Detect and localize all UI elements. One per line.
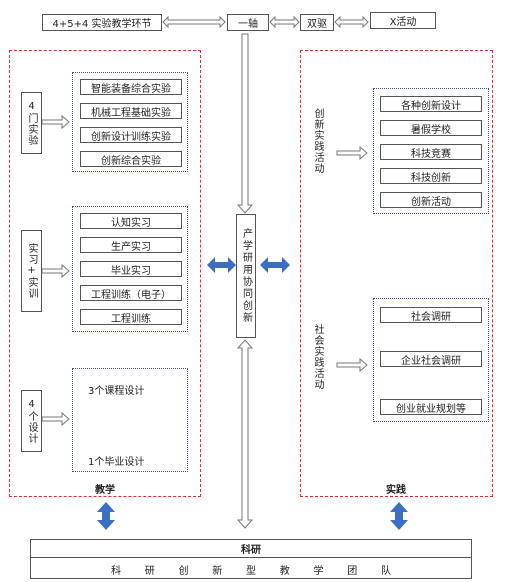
hollow-arrow-exp: [41, 114, 70, 130]
social-item-1: 社会调研: [380, 307, 482, 323]
social-item-2-label: 企业社会调研: [401, 355, 461, 367]
exp-item-4-label: 创新综合实验: [101, 155, 161, 167]
design-item-2: 1个毕业设计: [88, 457, 145, 468]
drive-label: 双驱: [307, 19, 327, 30]
team-char-3: 创: [178, 566, 189, 577]
model-label: 4+5+4 实验教学环节: [52, 19, 152, 30]
design-item-1: 3个课程设计: [88, 386, 145, 397]
blue-arrow-left: [207, 257, 236, 273]
hollow-arrow-innov: [336, 145, 368, 161]
team-char-8: 团: [347, 566, 358, 577]
intern-item-4: 工程训练（电子）: [80, 285, 182, 301]
social-item-3-label: 创业就业规划等: [396, 403, 466, 415]
center-label: 产学研用协同创新: [240, 228, 252, 324]
design-label-box: 4个设计: [21, 390, 42, 452]
vertical-shaft-bottom: [236, 339, 254, 529]
teaching-title: 教学: [95, 485, 115, 496]
exp-item-1-label: 智能装备综合实验: [91, 83, 171, 95]
intern-item-3-label: 毕业实习: [111, 265, 151, 277]
innov-label: 创新实践活动: [312, 108, 323, 174]
innov-item-5-label: 创新活动: [411, 196, 451, 208]
team-char-4: 新: [212, 566, 223, 577]
blue-arrow-down-right: [390, 502, 408, 530]
intern-group: [72, 206, 188, 332]
center-box: 产学研用协同创新: [236, 214, 256, 338]
axis-box: 一轴: [227, 14, 269, 31]
social-label: 社会实践活动: [312, 324, 323, 390]
social-item-2: 企业社会调研: [380, 351, 482, 367]
social-item-1-label: 社会调研: [411, 311, 451, 323]
design-label: 4个设计: [26, 398, 37, 444]
intern-label-box: 实习+实训: [21, 230, 42, 312]
exp-label-box: 4门实验: [21, 92, 42, 154]
team-char-9: 队: [381, 566, 391, 577]
research-bar: 科研 科 研 创 新 型 教 学 团 队: [30, 539, 472, 579]
practice-title: 实践: [386, 485, 406, 496]
research-team-row: 科 研 创 新 型 教 学 团 队: [111, 562, 391, 577]
exp-item-3-label: 创新设计训练实验: [91, 131, 171, 143]
intern-item-1-label: 认知实习: [111, 217, 151, 229]
innov-group: [373, 88, 489, 214]
exp-item-2: 机械工程基础实验: [80, 103, 182, 119]
intern-item-2-label: 生产实习: [111, 241, 151, 253]
innov-item-3-label: 科技竞赛: [411, 148, 451, 160]
exp-label: 4门实验: [26, 100, 37, 146]
innov-item-2-label: 暑假学校: [411, 124, 451, 136]
exp-item-1: 智能装备综合实验: [80, 79, 182, 95]
intern-item-1: 认知实习: [80, 213, 182, 229]
double-arrow-top-1: [162, 15, 226, 29]
intern-item-5: 工程训练: [80, 309, 182, 325]
intern-item-3: 毕业实习: [80, 261, 182, 277]
social-group: [373, 298, 489, 422]
exp-group: [72, 72, 188, 172]
innov-item-1-label: 各种创新设计: [401, 100, 461, 112]
intern-item-4-label: 工程训练（电子）: [91, 289, 171, 301]
exp-item-3: 创新设计训练实验: [80, 127, 182, 143]
double-arrow-top-2: [269, 15, 300, 29]
intern-item-5-label: 工程训练: [111, 313, 151, 325]
innov-item-5: 创新活动: [380, 192, 482, 208]
innov-item-4-label: 科技创新: [411, 172, 451, 184]
model-label-box: 4+5+4 实验教学环节: [42, 14, 162, 31]
blue-arrow-right: [260, 257, 290, 273]
design-group: [72, 368, 188, 472]
innov-item-3: 科技竞赛: [380, 144, 482, 160]
hollow-arrow-social: [336, 357, 368, 373]
research-title-row: 科研: [31, 540, 471, 558]
blue-arrow-down-left: [97, 502, 115, 530]
exp-item-4: 创新综合实验: [80, 151, 182, 167]
team-char-5: 型: [246, 566, 256, 577]
team-char-7: 学: [313, 566, 324, 577]
team-char-2: 研: [144, 566, 155, 577]
double-arrow-top-3: [334, 15, 369, 29]
intern-item-2: 生产实习: [80, 237, 182, 253]
vertical-shaft-top: [236, 33, 254, 214]
research-title: 科研: [241, 545, 261, 556]
intern-label: 实习+实训: [26, 243, 37, 299]
teaching-section: [9, 50, 201, 497]
exp-item-2-label: 机械工程基础实验: [91, 107, 171, 119]
team-char-6: 教: [279, 566, 290, 577]
drive-box: 双驱: [300, 14, 334, 31]
activity-box: X活动: [370, 12, 436, 29]
hollow-arrow-design: [41, 411, 70, 427]
axis-label: 一轴: [238, 19, 258, 30]
innov-item-2: 暑假学校: [380, 120, 482, 136]
team-char-1: 科: [111, 566, 121, 577]
hollow-arrow-intern: [41, 263, 70, 279]
innov-item-1: 各种创新设计: [380, 96, 482, 112]
social-item-3: 创业就业规划等: [380, 399, 482, 415]
practice-section: [300, 50, 493, 497]
activity-label: X活动: [389, 17, 417, 28]
innov-item-4: 科技创新: [380, 168, 482, 184]
